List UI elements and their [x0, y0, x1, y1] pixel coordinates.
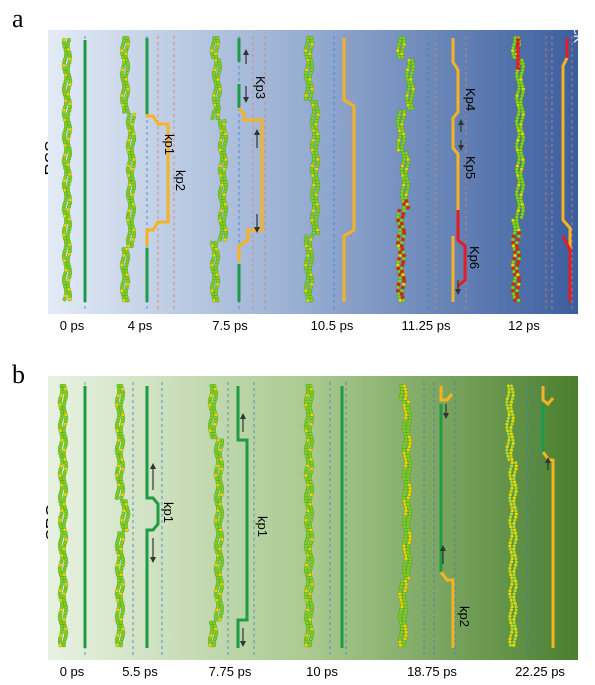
panel-a-lines: [83, 38, 572, 302]
dislocation-line-a3: [342, 38, 356, 302]
annotation-kp1-b1: kp1: [161, 502, 176, 523]
panel-b-arrows: [150, 404, 551, 647]
annotation-kp5-a: Kp5: [463, 156, 478, 179]
time-label-a-3: 10.5 ps: [310, 318, 354, 333]
time-label-a-2: 7.5 ps: [212, 318, 248, 333]
time-label-b-3: 10 ps: [306, 664, 338, 679]
annotation-kp1-a: kp1: [162, 134, 177, 155]
time-label-b-1: 5.5 ps: [122, 664, 158, 679]
panel-a-letter: a: [12, 4, 24, 33]
annotation-kp6-a: Kp6: [467, 246, 482, 269]
annotation-kp2-b: kp2: [457, 606, 472, 627]
time-label-b-0: 0 ps: [59, 664, 85, 679]
annotation-kp2-a: kp2: [173, 170, 188, 191]
panel-a-guides: [84, 36, 573, 312]
atom-columns: [57, 35, 526, 648]
time-label-a-1: 4 ps: [127, 318, 153, 333]
panel-b-annotations: kp1 kp1 kp2: [161, 502, 472, 627]
panel-a-arrows: [243, 49, 464, 295]
annotation-ck-a: cK: [571, 28, 586, 44]
dislocation-line-a1: [145, 38, 170, 246]
annotation-kp4-a: Kp4: [463, 88, 478, 111]
panel-a-annotations: kp1 kp2 Kp3 Kp4 Kp5 Kp6 cK: [162, 28, 586, 269]
time-label-b-5: 22.25 ps: [515, 664, 565, 679]
time-label-b-2: 7.75 ps: [208, 664, 252, 679]
time-label-a-4: 11.25 ps: [401, 318, 451, 333]
time-label-b-4: 18.75 ps: [407, 664, 457, 679]
panel-b-letter: b: [12, 360, 25, 389]
time-label-a-5: 12 ps: [508, 318, 540, 333]
time-label-a-0: 0 ps: [59, 318, 85, 333]
panel-b-lines: [83, 386, 555, 648]
annotation-kp3-a: Kp3: [253, 76, 268, 99]
annotation-kp1-b2: kp1: [255, 516, 270, 537]
